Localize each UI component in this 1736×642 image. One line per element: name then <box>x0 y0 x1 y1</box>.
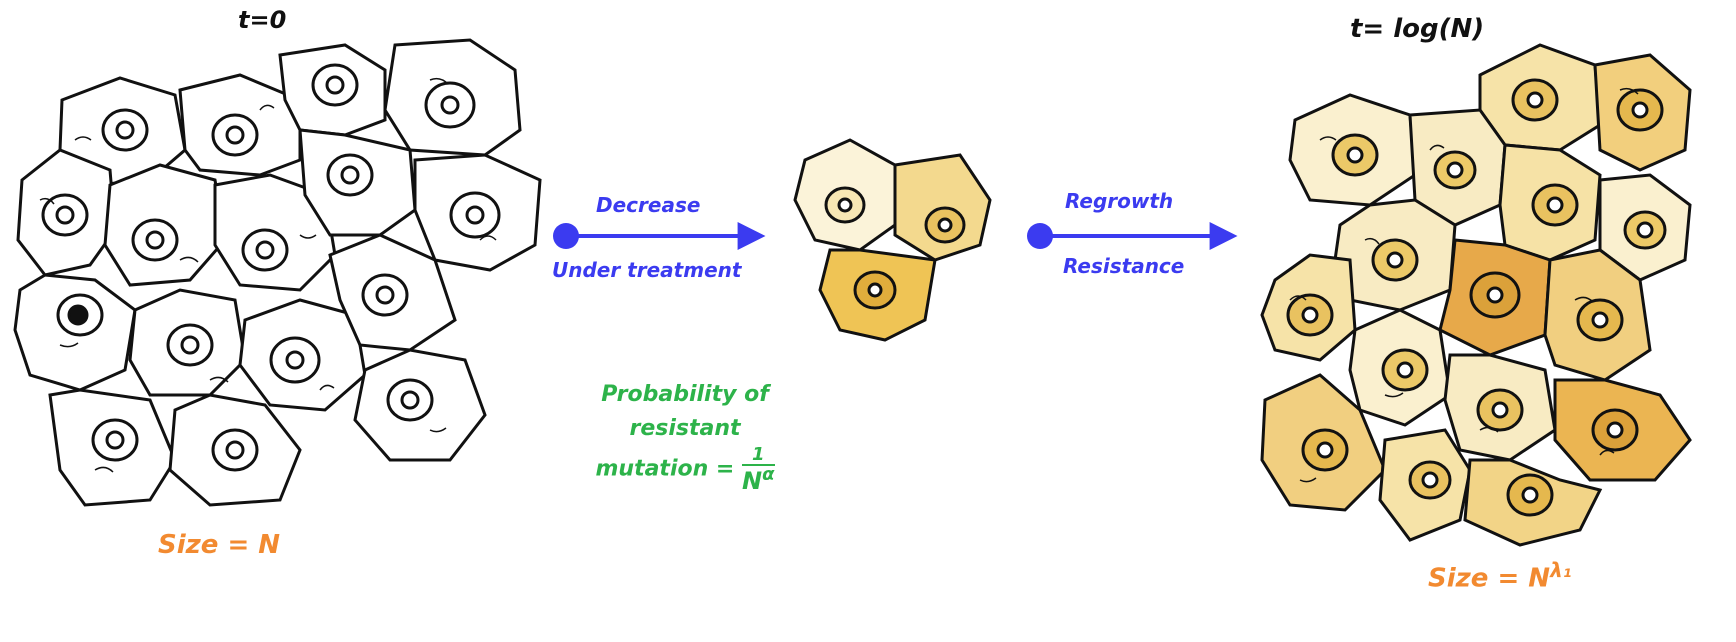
cell <box>1348 308 1452 427</box>
probability-annotation: Probability of resistant mutation = 1 Nα <box>585 378 785 493</box>
fraction-numerator: 1 <box>742 446 775 466</box>
cell <box>16 148 117 277</box>
cell <box>383 38 522 157</box>
cell <box>1498 143 1602 262</box>
regrowth-label: Regrowth <box>1065 189 1174 213</box>
initial-time-label: t=0 <box>238 6 287 34</box>
final-size-base: Size = N <box>1428 563 1551 594</box>
cell <box>1288 93 1417 207</box>
cell <box>1260 253 1357 362</box>
under-treatment-label: Under treatment <box>552 258 742 282</box>
cell <box>103 163 227 287</box>
cell <box>1553 378 1692 482</box>
surviving-cell-cluster <box>793 138 992 342</box>
resistance-label: Resistance <box>1063 254 1185 278</box>
cell-texture <box>1289 87 1639 483</box>
regrowth-arrow <box>1027 222 1238 250</box>
cell <box>328 233 457 352</box>
cell-texture <box>39 77 497 473</box>
final-size-exponent: λ₁ <box>1550 558 1572 582</box>
cell <box>58 76 187 187</box>
decrease-label: Decrease <box>596 193 701 217</box>
cell <box>298 128 417 237</box>
cell <box>213 173 337 292</box>
fraction-denominator-base: N <box>742 467 763 495</box>
probability-line-3: mutation = 1 Nα <box>585 446 785 493</box>
cell <box>793 138 897 252</box>
final-time-label: t= log(N) <box>1350 14 1485 44</box>
regrown-tumor-cluster <box>1260 43 1692 547</box>
cell <box>1260 373 1387 512</box>
cell <box>238 298 367 412</box>
initial-tumor-cluster <box>13 38 542 507</box>
cell <box>1463 458 1603 547</box>
cell <box>1378 428 1472 542</box>
cell <box>178 73 302 177</box>
cell <box>1443 353 1557 462</box>
probability-line-2: resistant <box>629 416 741 441</box>
cell <box>1438 238 1552 357</box>
initial-size-label: Size = N <box>158 530 281 560</box>
probability-line-1: Probability of <box>601 382 769 407</box>
fraction-denominator-exponent: α <box>762 464 775 485</box>
cell <box>168 393 302 507</box>
probability-mutation-text: mutation = <box>595 456 735 482</box>
cell <box>1593 53 1692 172</box>
cell <box>48 388 177 507</box>
cell <box>893 153 992 262</box>
cell <box>128 288 247 397</box>
cell <box>13 273 137 392</box>
cell <box>818 248 937 342</box>
cell <box>1543 248 1652 382</box>
cell <box>278 43 387 137</box>
fraction-denominator: Nα <box>742 464 775 495</box>
decrease-arrow <box>553 222 766 250</box>
cell <box>413 153 542 272</box>
probability-fraction: 1 Nα <box>742 446 775 495</box>
cell <box>353 348 487 462</box>
final-size-label: Size = Nλ₁ <box>1428 558 1571 594</box>
